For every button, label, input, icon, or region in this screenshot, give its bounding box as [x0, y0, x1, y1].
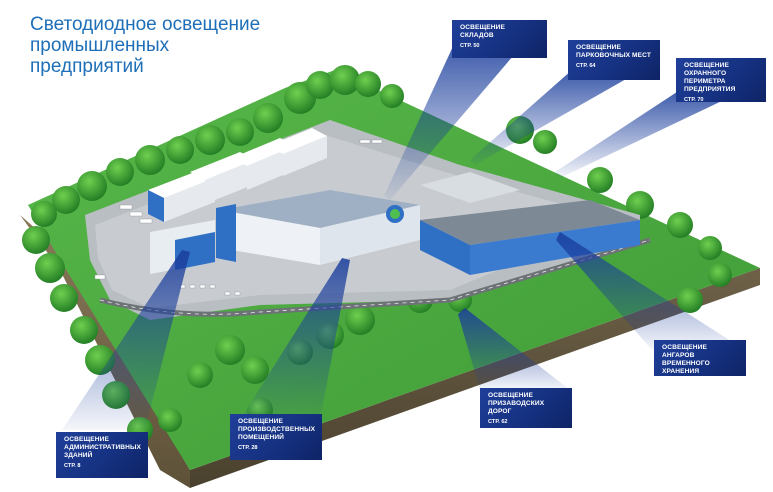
callout-hangars[interactable]: ОСВЕЩЕНИЕ АНГАРОВ ВРЕМЕННОГО ХРАНЕНИЯ СТ… — [654, 340, 746, 385]
callout-hangars-page: СТР. 52 — [662, 379, 682, 385]
callout-production-line-1: ОСВЕЩЕНИЕ — [238, 418, 283, 425]
callout-parking-page: СТР. 64 — [576, 63, 596, 69]
title-line-3: предприятий — [30, 56, 144, 77]
callout-perimeter-page: СТР. 70 — [684, 97, 704, 103]
callout-parking-line-2: ПАРКОВОЧНЫХ МЕСТ — [576, 52, 651, 59]
title-line-1: Светодиодное освещение — [30, 14, 261, 35]
callout-warehouses-page: СТР. 50 — [460, 43, 480, 49]
callout-roads-page: СТР. 62 — [488, 419, 508, 425]
callout-roads[interactable]: ОСВЕЩЕНИЕ ПРИЗАВОДСКИХ ДОРОГ СТР. 62 — [480, 388, 572, 428]
title-line-2: промышленных — [30, 35, 170, 56]
callout-warehouses[interactable]: ОСВЕЩЕНИЕ СКЛАДОВ СТР. 50 — [452, 20, 547, 58]
vehicles — [94, 139, 383, 296]
callout-hangars-line-2: ВРЕМЕННОГО ХРАНЕНИЯ — [662, 360, 710, 375]
callout-hangars-line-1: ОСВЕЩЕНИЕ АНГАРОВ — [662, 344, 707, 359]
callout-admin-line-1: ОСВЕЩЕНИЕ — [64, 436, 109, 443]
callout-warehouses-line-1: ОСВЕЩЕНИЕ СКЛАДОВ — [460, 24, 505, 39]
callout-admin-page: СТР. 8 — [64, 463, 81, 469]
callout-production[interactable]: ОСВЕЩЕНИЕ ПРОИЗВОДСТВЕННЫХ ПОМЕЩЕНИЙ СТР… — [230, 414, 322, 460]
warehouses — [148, 128, 327, 222]
callout-admin-line-2: АДМИНИСТРАТИВНЫХ — [64, 444, 142, 451]
callout-perimeter-line-3: ПРЕДПРИЯТИЯ — [684, 86, 736, 93]
callout-perimeter[interactable]: ОСВЕЩЕНИЕ ОХРАННОГО ПЕРИМЕТРА ПРЕДПРИЯТИ… — [676, 58, 766, 103]
callout-beams — [62, 42, 745, 430]
callout-perimeter-line-1: ОСВЕЩЕНИЕ — [684, 62, 729, 69]
callout-admin-line-3: ЗДАНИЙ — [64, 452, 93, 459]
callout-production-line-3: ПОМЕЩЕНИЙ — [238, 434, 285, 441]
callout-parking-line-1: ОСВЕЩЕНИЕ — [576, 44, 621, 51]
callout-production-page: СТР. 28 — [238, 445, 258, 451]
callout-admin[interactable]: ОСВЕЩЕНИЕ АДМИНИСТРАТИВНЫХ ЗДАНИЙ СТР. 8 — [56, 432, 148, 478]
main-complex — [150, 172, 640, 275]
page-title: Светодиодное освещение промышленных пред… — [30, 14, 290, 77]
callout-parking[interactable]: ОСВЕЩЕНИЕ ПАРКОВОЧНЫХ МЕСТ СТР. 64 — [568, 40, 660, 80]
callout-roads-line-2: ПРИЗАВОДСКИХ ДОРОГ — [488, 400, 545, 415]
callout-roads-line-1: ОСВЕЩЕНИЕ — [488, 392, 533, 399]
callout-production-line-2: ПРОИЗВОДСТВЕННЫХ — [238, 426, 316, 433]
callout-perimeter-line-2: ОХРАННОГО ПЕРИМЕТРА — [684, 70, 727, 85]
